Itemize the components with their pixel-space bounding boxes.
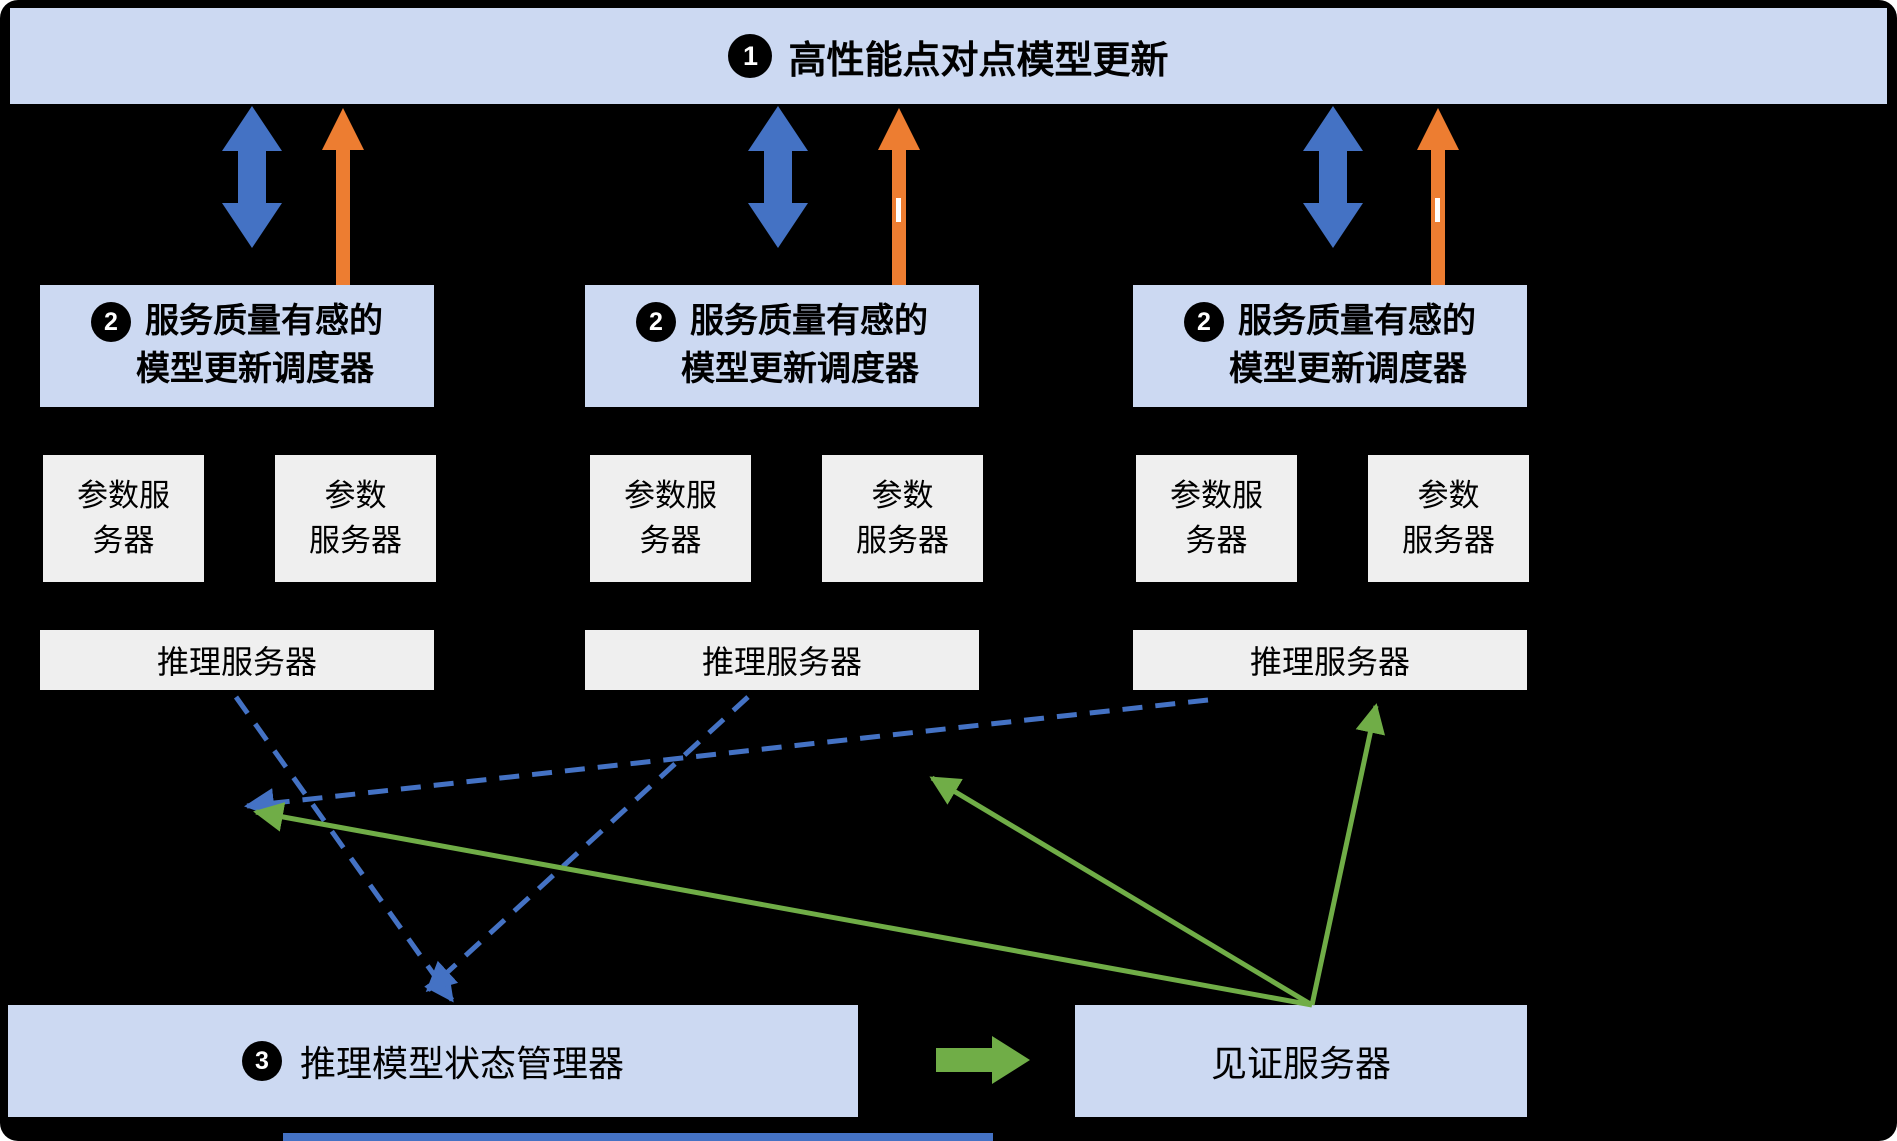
banner-title: 高性能点对点模型更新 — [788, 39, 1169, 82]
inference-server-box-3: 推理服务器 — [1133, 630, 1527, 690]
scheduler-line1: 2 服务质量有感的 — [636, 298, 928, 346]
param-server-box-1b: 参数 服务器 — [275, 455, 436, 582]
blue-double-arrow-2 — [748, 106, 808, 248]
inference-server-box-2: 推理服务器 — [585, 630, 979, 690]
param-server-label-line2: 务器 — [1185, 522, 1248, 558]
state-manager-label: 推理模型状态管理器 — [299, 1044, 624, 1084]
scheduler-box-3: 2 服务质量有感的 模型更新调度器 — [1133, 285, 1527, 407]
param-server-box-1a: 参数服 务器 — [43, 455, 204, 582]
scheduler-line1: 2 服务质量有感的 — [91, 298, 383, 346]
param-server-label-line2: 服务器 — [309, 522, 402, 558]
orange-up-arrow-3 — [1417, 108, 1459, 285]
param-server-label-line1: 参数 — [1417, 477, 1480, 513]
param-server-label-line2: 务器 — [92, 522, 155, 558]
param-server-box-3a: 参数服 务器 — [1136, 455, 1297, 582]
param-server-box-3b: 参数 服务器 — [1368, 455, 1529, 582]
break-mark-icon — [896, 198, 901, 222]
witness-server-box: 见证服务器 — [1075, 1005, 1527, 1117]
dashed-status-arrow-3 — [244, 697, 1209, 818]
param-server-label-line2: 服务器 — [856, 522, 949, 558]
param-server-label-line1: 参数 — [324, 477, 387, 513]
param-server-box-2b: 参数 服务器 — [822, 455, 983, 582]
step-2-badge: 2 — [636, 302, 676, 343]
scheduler-line1: 2 服务质量有感的 — [1184, 298, 1476, 346]
param-server-label-line1: 参数服 — [624, 477, 717, 513]
param-server-label-line2: 服务器 — [1402, 522, 1495, 558]
witness-server-label: 见证服务器 — [1210, 1044, 1391, 1084]
scheduler-text-line2: 模型更新调度器 — [136, 350, 374, 388]
scheduler-text-line2: 模型更新调度器 — [681, 350, 919, 388]
scheduler-text-line1: 服务质量有感的 — [145, 302, 383, 341]
param-server-box-2a: 参数服 务器 — [590, 455, 751, 582]
step-3-badge: 3 — [241, 1041, 282, 1081]
green-flow-arrow — [936, 1036, 1030, 1084]
param-server-label-line1: 参数服 — [77, 477, 170, 513]
green-notify-arrow-2 — [929, 775, 1314, 1008]
scheduler-text-line1: 服务质量有感的 — [690, 302, 928, 341]
step-2-badge: 2 — [91, 302, 131, 343]
step-2-badge: 2 — [1184, 302, 1224, 343]
green-notify-arrow-3 — [1309, 703, 1386, 1006]
scheduler-text-line2: 模型更新调度器 — [1229, 350, 1467, 388]
p2p-update-banner: 1 高性能点对点模型更新 — [10, 8, 1887, 104]
inference-server-label: 推理服务器 — [701, 644, 862, 680]
step-1-badge: 1 — [728, 34, 773, 78]
dashed-status-arrow-2 — [425, 695, 750, 993]
orange-up-arrow-2 — [878, 108, 920, 285]
state-manager-box: 3 推理模型状态管理器 — [8, 1005, 858, 1117]
inference-server-label: 推理服务器 — [1249, 644, 1410, 680]
scheduler-box-2: 2 服务质量有感的 模型更新调度器 — [585, 285, 979, 407]
blue-double-arrow-1 — [222, 106, 282, 248]
param-server-label-line2: 务器 — [639, 522, 702, 558]
green-notify-arrow-1 — [253, 802, 1313, 1008]
break-mark-icon — [1435, 198, 1440, 222]
bottom-cropped-bar — [283, 1133, 993, 1141]
blue-double-arrow-3 — [1303, 106, 1363, 248]
dashed-status-arrow-1 — [233, 695, 455, 1003]
param-server-label-line1: 参数 — [871, 477, 934, 513]
scheduler-box-1: 2 服务质量有感的 模型更新调度器 — [40, 285, 434, 407]
param-server-label-line1: 参数服 — [1170, 477, 1263, 513]
scheduler-text-line1: 服务质量有感的 — [1238, 302, 1476, 341]
inference-server-label: 推理服务器 — [156, 644, 317, 680]
inference-server-box-1: 推理服务器 — [40, 630, 434, 690]
orange-up-arrow-1 — [322, 108, 364, 285]
